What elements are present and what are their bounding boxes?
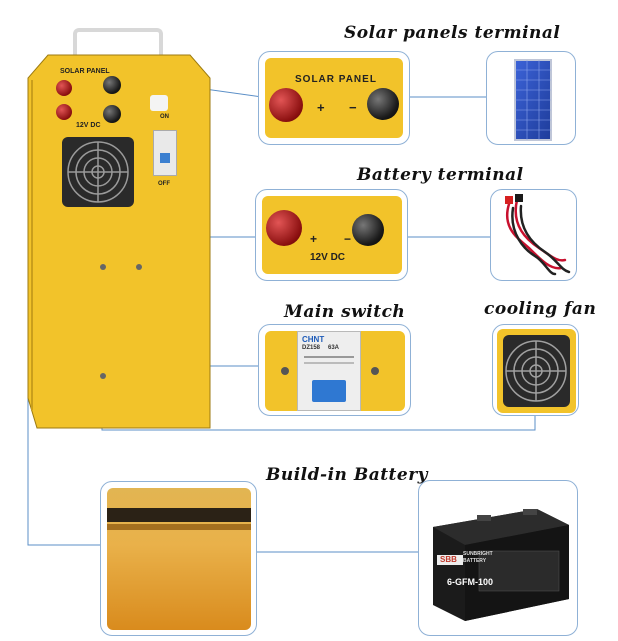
battery-icon <box>433 509 569 621</box>
device-sticker <box>150 95 168 111</box>
battery-cable-closeup <box>490 189 577 281</box>
closeup-solar-minus: − <box>349 100 357 115</box>
screw <box>281 367 289 375</box>
closeup-battery-plus: + <box>310 232 318 246</box>
screw <box>371 367 379 375</box>
screw <box>136 264 142 270</box>
compartment-band <box>107 508 251 522</box>
label-main-switch: Main switch <box>284 302 406 322</box>
breaker-model: DZ158 <box>302 345 321 351</box>
device-solar-positive-terminal[interactable] <box>56 80 72 96</box>
closeup-solar-title: SOLAR PANEL <box>295 74 377 85</box>
closeup-battery-negative-terminal <box>352 214 384 246</box>
device-solar-negative-terminal[interactable] <box>103 76 121 94</box>
battery-compartment-closeup <box>100 481 257 636</box>
battery-terminal-closeup: + − 12V DC <box>255 189 408 281</box>
closeup-battery-minus: − <box>344 232 352 246</box>
device-on-label: ON <box>160 114 169 120</box>
label-build-in-battery: Build-in Battery <box>266 465 429 485</box>
label-battery-terminal: Battery terminal <box>357 165 524 185</box>
closeup-solar-negative-terminal <box>367 88 399 120</box>
label-cooling-fan: cooling fan <box>484 299 597 319</box>
carry-handle <box>73 28 163 58</box>
closeup-battery-dc-label: 12V DC <box>310 252 346 263</box>
closeup-solar-plus: + <box>317 100 325 115</box>
closeup-battery-positive-terminal <box>266 210 302 246</box>
device-main-switch[interactable] <box>153 130 177 176</box>
cooling-fan-icon <box>503 335 570 407</box>
device-off-label: OFF <box>158 181 170 187</box>
device-cooling-fan <box>62 137 134 207</box>
main-switch-closeup: CHNT DZ158 63A <box>258 324 411 416</box>
solar-panel-icon <box>514 59 552 141</box>
device-dc-label: 12V DC <box>76 122 101 129</box>
device-solar-panel-label: SOLAR PANEL <box>60 68 110 75</box>
breaker-brand: CHNT <box>302 335 325 344</box>
closeup-solar-positive-terminal <box>269 88 303 122</box>
cooling-fan-closeup <box>492 324 579 416</box>
breaker-toggle <box>312 380 346 402</box>
screw <box>100 373 106 379</box>
screw <box>100 264 106 270</box>
battery-model-label: 6-GFM-100 <box>447 577 494 587</box>
device-battery-negative-terminal[interactable] <box>103 105 121 123</box>
solar-terminal-closeup: SOLAR PANEL + − <box>258 51 410 145</box>
solar-panel-closeup <box>486 51 576 145</box>
battery-brand-line1: SUNBRIGHT <box>463 551 493 557</box>
label-solar-panels-terminal: Solar panels terminal <box>344 23 561 43</box>
cable-icon <box>505 194 571 276</box>
device-battery-positive-terminal[interactable] <box>56 104 72 120</box>
circuit-breaker-icon: CHNT DZ158 63A <box>297 331 361 411</box>
breaker-rating: 63A <box>328 345 340 351</box>
cooling-fan-icon <box>67 141 129 203</box>
battery-product-closeup: SBB SUNBRIGHT BATTERY 6-GFM-100 <box>418 480 578 636</box>
battery-brand-logo: SBB <box>440 555 457 564</box>
battery-brand-line2: BATTERY <box>463 558 487 564</box>
